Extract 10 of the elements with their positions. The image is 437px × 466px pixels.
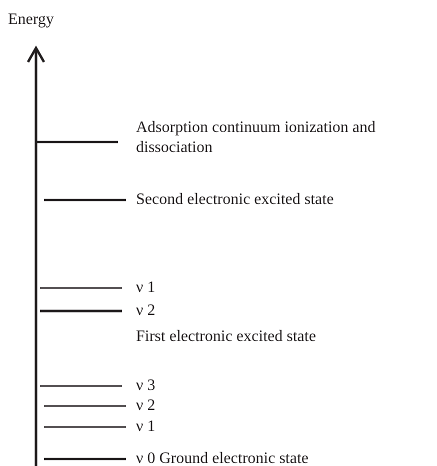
level-label: ν 0 Ground electronic state [136, 449, 309, 466]
state-label: First electronic excited state [136, 327, 316, 347]
level-label: ν 1 [136, 278, 156, 298]
axis-label: Energy [8, 10, 54, 30]
level-label: ν 2 [136, 301, 156, 321]
level-label: ν 2 [136, 396, 156, 416]
level-label: ν 1 [136, 417, 156, 437]
level-label: Adsorption continuum ionization and dissociation [136, 118, 377, 158]
level-label: Second electronic excited state [136, 190, 334, 210]
level-label: ν 3 [136, 376, 156, 396]
